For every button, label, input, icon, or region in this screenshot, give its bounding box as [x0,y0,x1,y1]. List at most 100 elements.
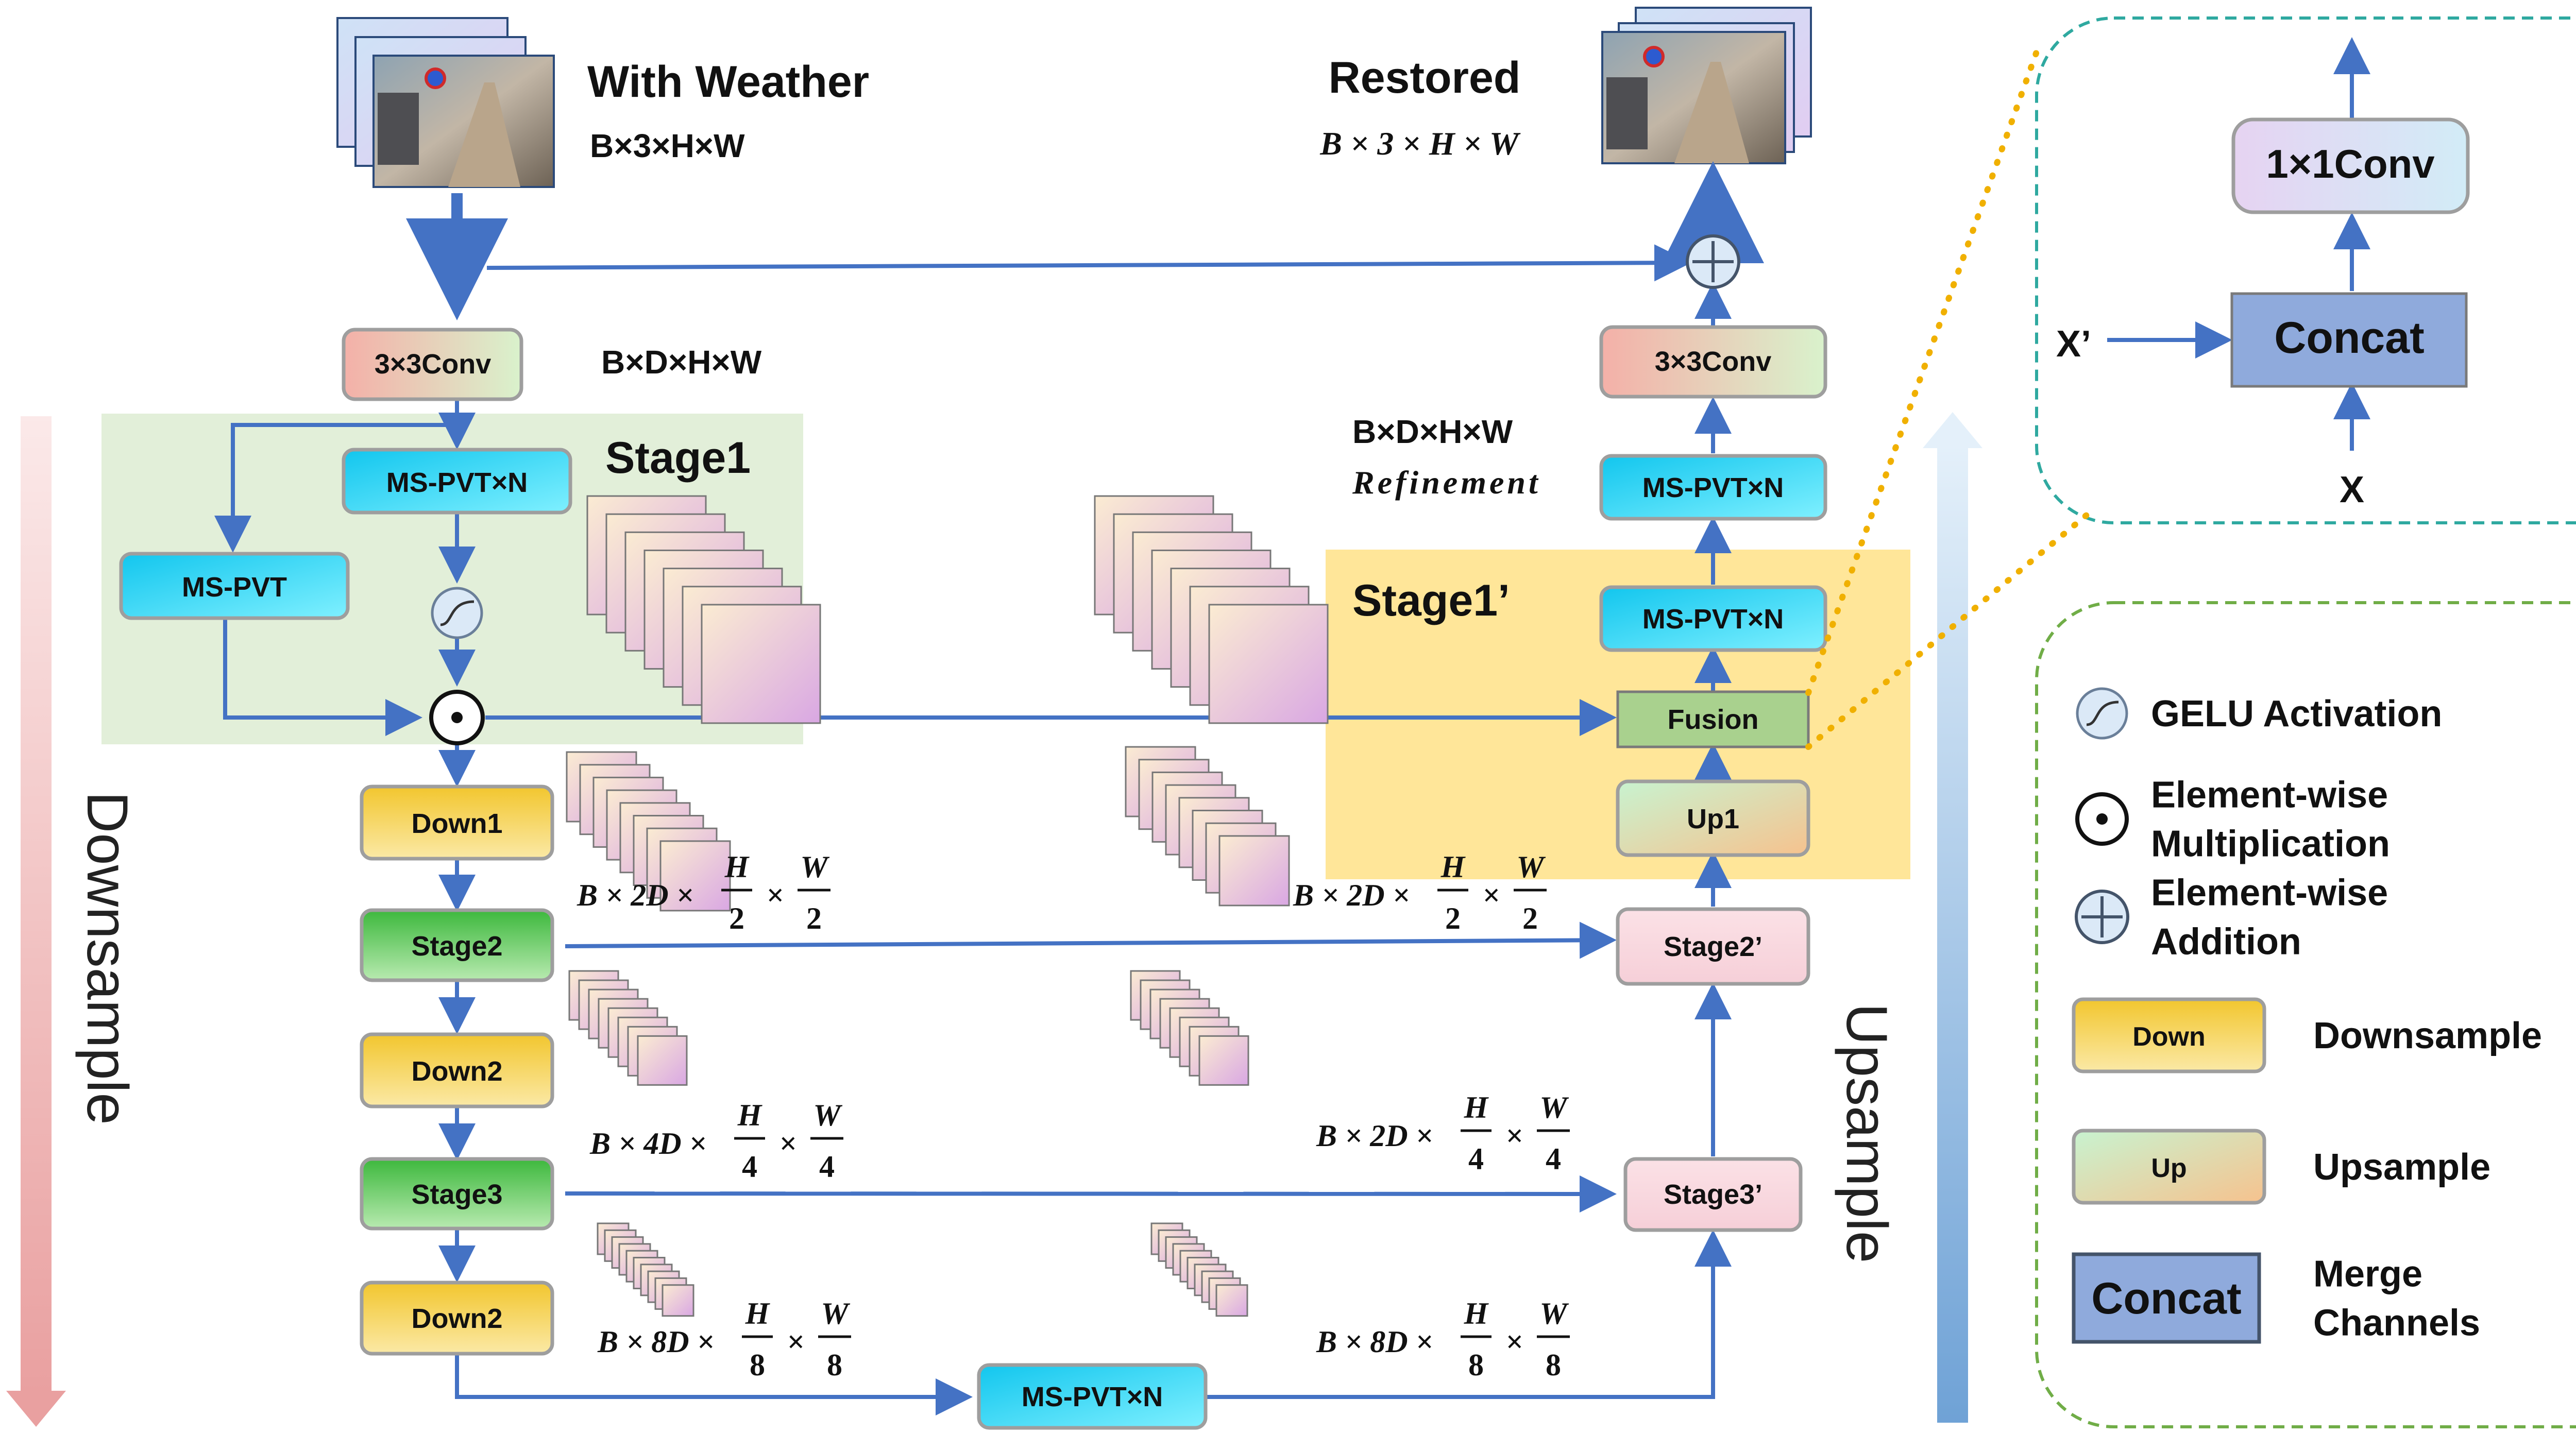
shape-prefix: B × 2D × [1316,1119,1433,1153]
refine-shape: B×D×H×W [1352,413,1513,450]
shape-label-enc_s3: B × 4D ×H4×W4 [589,1098,843,1184]
output-shape: B × 3 × H × W [1319,125,1521,162]
concat-label: Concat [2274,313,2424,363]
stack-stage4 [597,1222,694,1317]
shape-numerator: H [724,850,750,884]
shape-prefix: B × 8D × [597,1325,715,1359]
down2-block: Down2 [360,1032,554,1108]
gelu-icon [431,587,483,639]
down3-label: Down2 [411,1303,502,1334]
encoder-conv-shape: B×D×H×W [601,344,762,381]
output-image-stack [1601,7,1812,164]
shape-numerator: H [1440,850,1466,884]
shape-numerator: W [813,1098,842,1132]
upsample-arrow [1923,412,1982,1423]
legend-box-up [2072,1129,2266,1205]
concat-block: Concat [2230,292,2468,388]
legend-box-down [2072,997,2266,1073]
multiply-dot [2096,813,2108,825]
shape-numerator: W [1516,850,1546,884]
shape-numerator: W [1539,1090,1569,1124]
stage1p-block: MS-PVT×N [1599,585,1827,652]
shape-denominator: 8 [750,1348,765,1382]
shape-label-dec_s3: B × 2D ×H4×W4 [1316,1090,1570,1176]
gelu-icon [2076,687,2128,740]
ms-pvt-block: MS-PVT [119,552,350,620]
bottleneck-label: MS-PVT×N [1022,1381,1163,1412]
legend-box-label: Up [2151,1153,2187,1183]
legend-item-gelu: GELU Activation [2076,687,2442,740]
stage2-block: Stage2 [360,908,554,982]
legend-box-concat [2072,1252,2261,1344]
shape-numerator: W [821,1296,850,1330]
concat-detail-panel [2035,16,2576,524]
decoder-conv-block: 3×3Conv [1599,325,1827,399]
stage1-label: Stage1 [605,433,751,483]
stage3-label: Stage3 [411,1179,502,1210]
fusion-label: Fusion [1668,704,1759,735]
input-shape: B×3×H×W [590,127,745,164]
input-title: With Weather [587,57,869,107]
downsample-arrow [6,416,66,1427]
shape-times: × [767,878,784,912]
tensor-shape-labels: B × 2D ×H2×W2B × 2D ×H2×W2B × 4D ×H4×W4B… [577,850,1570,1382]
stack-stage2 [566,751,731,912]
feature-map-sheet [662,1284,694,1317]
shape-denominator: 4 [819,1150,835,1184]
upsample-label: Upsample [1835,1003,1899,1263]
multiply-icon [429,690,485,745]
shape-denominator: 2 [1522,901,1538,935]
up1-block: Up1 [1616,779,1810,857]
feature-map-stacks [566,495,1329,1317]
legend: GELU ActivationElement-wiseMultiplicatio… [2072,687,2542,1344]
input-image-stack [336,17,555,188]
conv1x1-label: 1×1Conv [2266,141,2435,186]
stage3p-block: Stage3’ [1623,1157,1803,1232]
stage2p-block: Stage2’ [1616,907,1810,986]
shape-prefix: B × 2D × [1293,878,1410,912]
feature-map-sheet [701,604,821,724]
refine-block: MS-PVT×N [1599,454,1827,521]
legend-label: Element-wise [2151,775,2388,816]
shape-numerator: H [745,1296,771,1330]
shape-times: × [1506,1119,1523,1153]
shape-denominator: 4 [1546,1142,1561,1176]
shape-label-enc_s2: B × 2D ×H2×W2 [577,850,831,935]
fusion-block: Fusion [1616,690,1810,748]
refine-label: Refinement [1352,464,1541,501]
shape-numerator: W [800,850,829,884]
legend-panel [2035,601,2576,1428]
shape-times: × [1483,878,1500,912]
legend-label: GELU Activation [2151,693,2442,735]
ms-pvt-n-block: MS-PVT×N [342,448,572,515]
shape-denominator: 2 [729,901,744,935]
feature-map-sheet [1218,835,1290,907]
stage2-label: Stage2 [411,931,502,962]
feature-map-sheet [659,840,731,912]
down3-block: Down2 [360,1281,554,1356]
shape-numerator: W [1539,1296,1569,1330]
feature-map-sheet [1198,1035,1249,1086]
shape-denominator: 8 [1546,1348,1561,1382]
shape-prefix: B × 8D × [1316,1325,1433,1359]
feature-map-sheet [637,1035,688,1086]
shape-times: × [787,1325,805,1359]
stage2p-label: Stage2’ [1664,931,1762,962]
shape-label-dec_s2: B × 2D ×H2×W2 [1293,850,1547,935]
legend-label: Channels [2313,1303,2480,1344]
legend-label: Downsample [2313,1015,2542,1056]
legend-label: Merge [2313,1254,2422,1295]
x-label: X [2340,469,2364,510]
stack-stage1p [1094,495,1329,724]
shape-denominator: 4 [1468,1142,1484,1176]
shape-times: × [779,1127,797,1161]
shape-label-dec_s4: B × 8D ×H8×W8 [1316,1296,1570,1382]
stack-stage2p [1125,746,1290,907]
legend-box-label: Down [2132,1022,2206,1052]
feature-map-sheet [1215,1284,1248,1317]
legend-label: Multiplication [2151,824,2390,865]
